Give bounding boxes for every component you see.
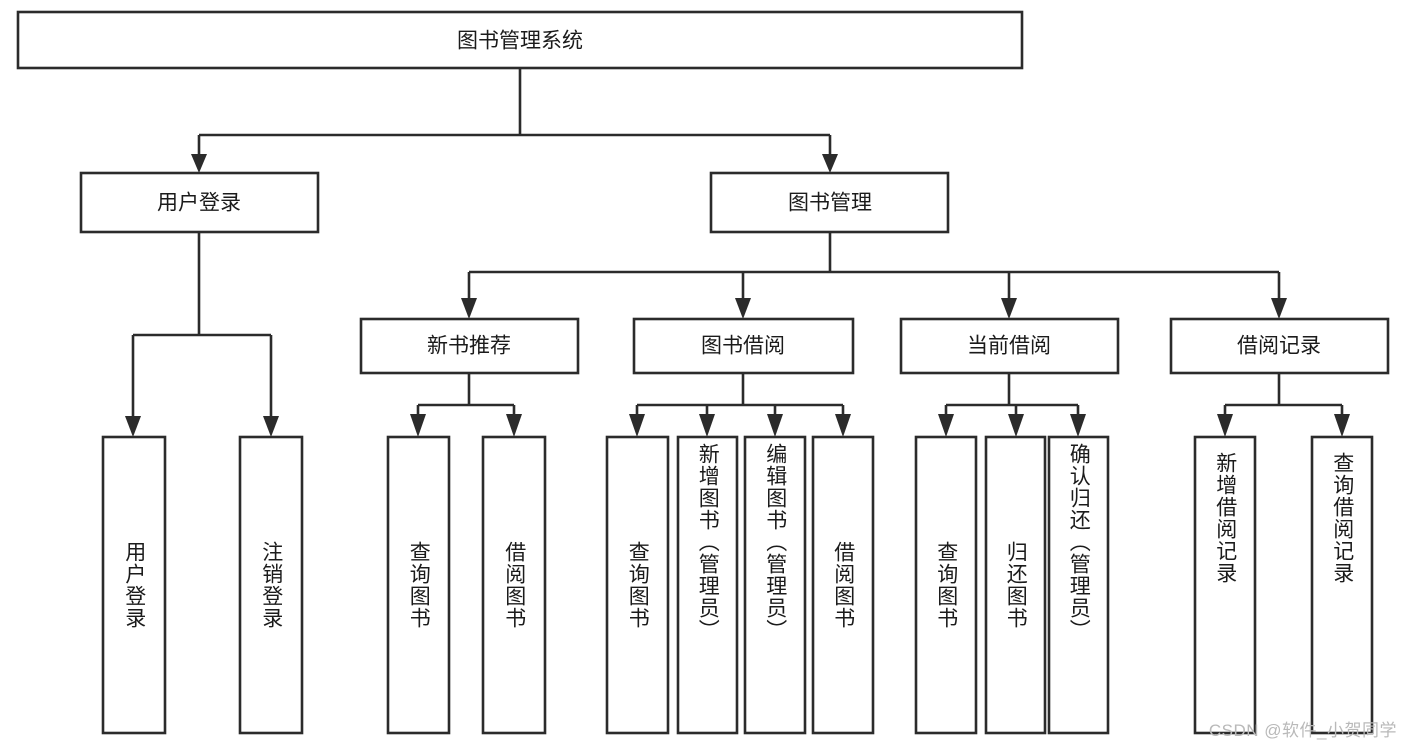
node-leaf-query-record-box[interactable]: [1310, 435, 1374, 735]
arrow-head-leaf-user-login: [125, 416, 141, 437]
arrow-head-leaf-query-book-3: [938, 414, 954, 437]
arrow-head-leaf-return-book: [1008, 414, 1024, 437]
arrow-head-current-borrow: [1001, 298, 1017, 319]
arrow-head-leaf-query-book-1: [410, 414, 426, 437]
node-leaf-borrow-book-1-box[interactable]: [481, 435, 547, 735]
node-book-management-label: 图书管理: [788, 192, 872, 215]
node-new-book-recommend[interactable]: 新书推荐: [359, 317, 580, 375]
arrow-head-leaf-query-book-2: [629, 414, 645, 437]
node-borrow-record-box[interactable]: [1169, 317, 1390, 375]
arrow-head-borrow-record: [1271, 298, 1287, 319]
node-borrow-record[interactable]: 借阅记录: [1169, 317, 1390, 375]
node-leaf-query-book-1-box[interactable]: [386, 435, 451, 735]
connector-book-borrow-to-leaves: [629, 373, 851, 437]
arrow-head-leaf-query-record: [1334, 414, 1350, 437]
node-leaf-query-book-2-box[interactable]: [605, 435, 670, 735]
connector-root-to-level2: [191, 68, 838, 173]
connector-user-login-to-leaves: [125, 232, 279, 437]
node-leaf-query-book-3-box[interactable]: [914, 435, 978, 735]
node-leaf-confirm-return-box[interactable]: [1047, 435, 1110, 735]
arrow-head-leaf-user-logout: [263, 416, 279, 437]
node-book-borrow-label: 图书借阅: [701, 335, 785, 358]
arrow-head-leaf-borrow-book-2: [835, 414, 851, 437]
connector-borrow-record-to-leaves: [1217, 373, 1350, 437]
arrow-head-new-book-recommend: [461, 298, 477, 319]
arrow-head-leaf-edit-book: [767, 414, 783, 437]
node-book-borrow[interactable]: 图书借阅: [632, 317, 855, 375]
node-leaf-add-record-box[interactable]: [1193, 435, 1257, 735]
node-leaf-add-book-box[interactable]: [676, 435, 739, 735]
connector-current-borrow-to-leaves: [938, 373, 1086, 437]
node-leaf-borrow-book-2-box[interactable]: [811, 435, 875, 735]
node-leaf-user-logout-box[interactable]: [238, 435, 304, 735]
node-user-login-box[interactable]: [79, 171, 320, 234]
node-book-management-box[interactable]: [709, 171, 950, 234]
node-current-borrow-box[interactable]: [899, 317, 1120, 375]
connector-new-book-recommend-to-leaves: [410, 373, 522, 437]
node-root-box[interactable]: [16, 10, 1024, 70]
node-book-management[interactable]: 图书管理: [709, 171, 950, 234]
arrow-head-leaf-confirm-return: [1070, 414, 1086, 437]
csdn-watermark: CSDN @软件_小贺同学: [1208, 721, 1397, 740]
arrow-head-book-borrow: [735, 298, 751, 319]
node-borrow-record-label: 借阅记录: [1237, 335, 1321, 358]
node-leaf-user-login-box[interactable]: [101, 435, 167, 735]
node-book-borrow-box[interactable]: [632, 317, 855, 375]
arrow-head-user-login: [191, 154, 207, 173]
arrow-head-book-management: [822, 154, 838, 173]
arrow-head-leaf-add-record: [1217, 414, 1233, 437]
arrow-head-leaf-borrow-book-1: [506, 414, 522, 437]
node-current-borrow[interactable]: 当前借阅: [899, 317, 1120, 375]
node-root[interactable]: 图书管理系统: [16, 10, 1024, 70]
node-new-book-recommend-box[interactable]: [359, 317, 580, 375]
connector-book-management-to-level3: [461, 232, 1287, 319]
node-current-borrow-label: 当前借阅: [967, 335, 1051, 358]
node-leaf-return-book-box[interactable]: [984, 435, 1047, 735]
node-user-login[interactable]: 用户登录: [79, 171, 320, 234]
node-leaf-edit-book-box[interactable]: [743, 435, 807, 735]
node-user-login-label: 用户登录: [157, 192, 241, 215]
leaf-boxes: [101, 435, 1374, 735]
node-root-label: 图书管理系统: [457, 30, 583, 53]
arrow-head-leaf-add-book: [699, 414, 715, 437]
node-new-book-recommend-label: 新书推荐: [427, 335, 511, 358]
